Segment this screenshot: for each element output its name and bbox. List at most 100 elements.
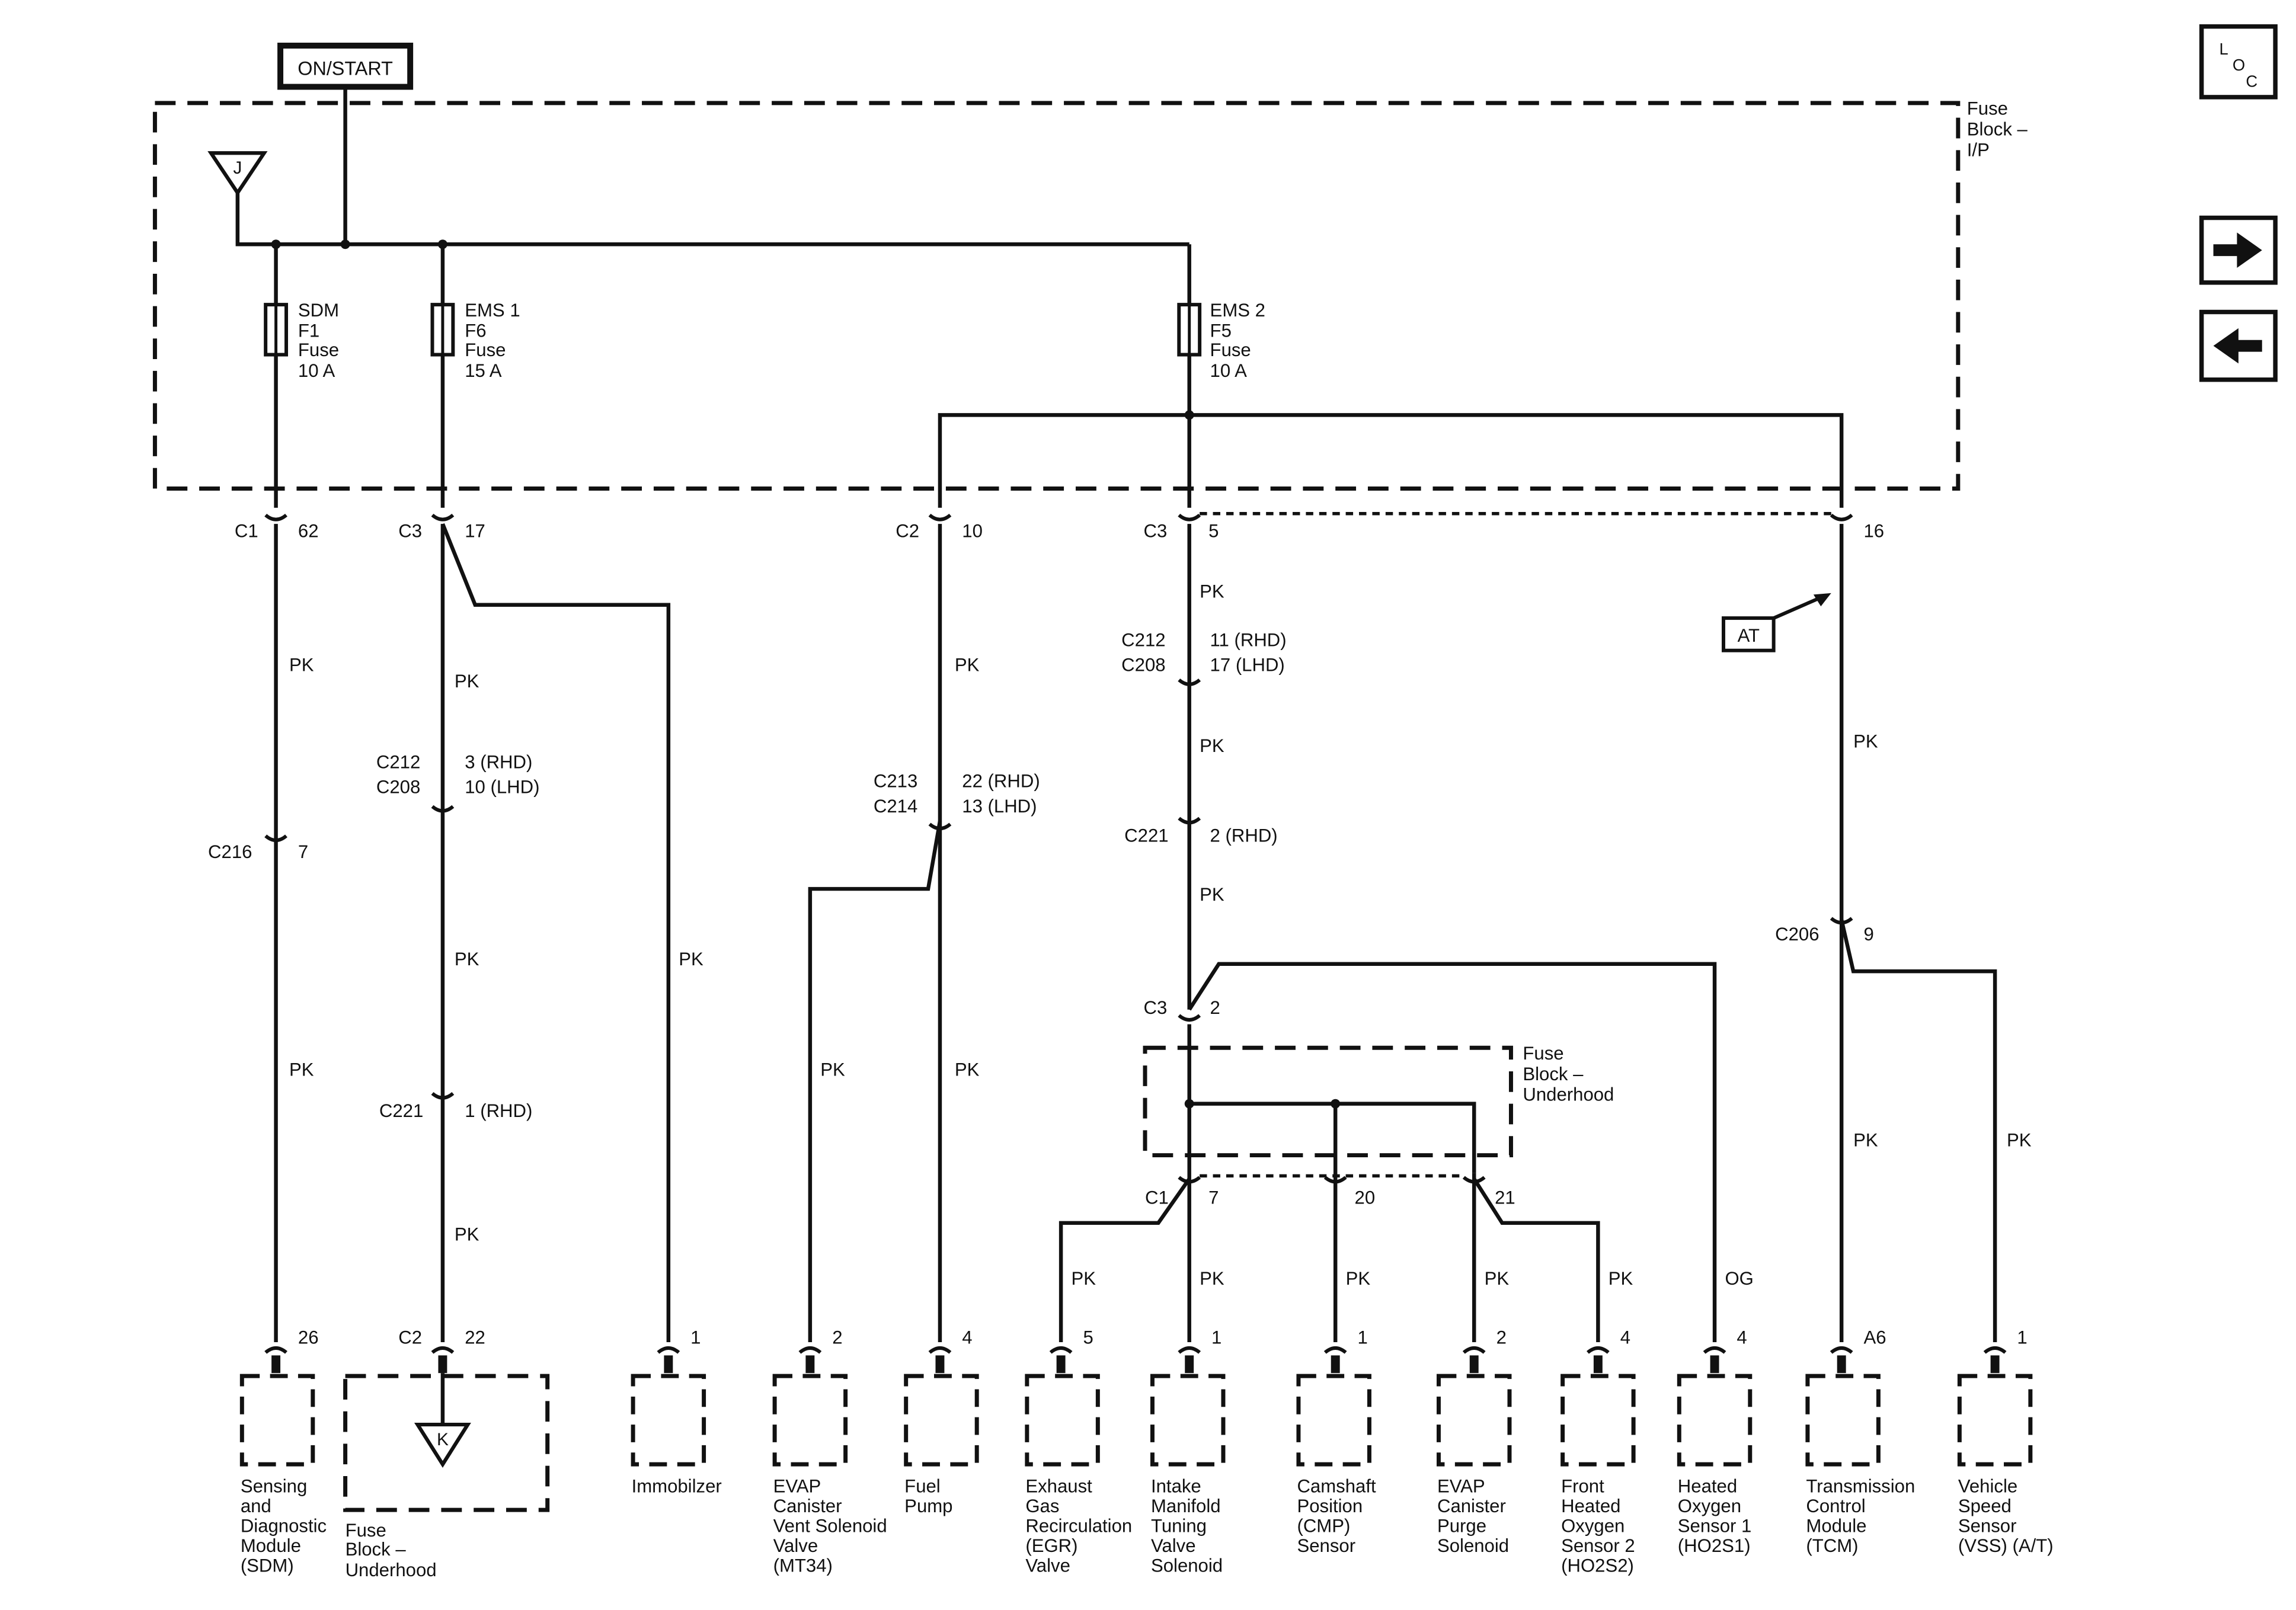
underhood-labels: C1 7 20 21 PK PK PK PK PK OG	[1072, 1188, 1754, 1289]
component-box	[1805, 1374, 1881, 1467]
prev-page-button[interactable]	[2199, 309, 2278, 382]
svg-text:7: 7	[1208, 1188, 1219, 1208]
svg-text:9: 9	[1864, 924, 1874, 945]
arrow-icon	[1813, 593, 1831, 607]
wire-vss	[1840, 919, 1997, 1342]
svg-text:1 (RHD): 1 (RHD)	[465, 1100, 532, 1121]
wire-ho2s1	[1187, 962, 1717, 1342]
svg-text:PK: PK	[955, 655, 980, 676]
svg-text:PK: PK	[1853, 1130, 1878, 1151]
svg-text:10: 10	[962, 521, 983, 542]
component-pin: 1	[690, 1327, 701, 1348]
svg-text:11 (RHD): 11 (RHD)	[1210, 629, 1287, 650]
svg-text:17 (LHD): 17 (LHD)	[1210, 655, 1285, 676]
splice-dot	[271, 239, 281, 249]
svg-text:PK: PK	[455, 1224, 479, 1245]
on-start-label: ON/START	[298, 58, 393, 79]
splice-dot	[1184, 410, 1194, 420]
ref-k-label: K	[437, 1430, 449, 1449]
splice-dot	[340, 239, 350, 249]
wire-immobilizer	[440, 523, 671, 1342]
wire-color-label: PK	[289, 655, 314, 676]
svg-text:PK: PK	[1853, 731, 1878, 752]
svg-text:C221: C221	[1124, 825, 1168, 846]
svg-text:C206: C206	[1775, 924, 1819, 945]
power-bus	[235, 87, 1844, 508]
svg-text:PK: PK	[1200, 1268, 1224, 1289]
fuse-block-underhood-bottom	[343, 1374, 550, 1512]
loc-button[interactable]: L O C	[2199, 24, 2278, 100]
ref-j-label: J	[233, 158, 242, 178]
svg-text:C212: C212	[376, 751, 420, 772]
component-box	[239, 1374, 315, 1467]
svg-text:17: 17	[465, 521, 485, 542]
component-name: Immobilzer	[632, 1475, 722, 1496]
svg-text:PK: PK	[455, 671, 479, 692]
component-box	[1677, 1374, 1753, 1467]
component-box	[904, 1374, 979, 1467]
component-pin: 2	[832, 1327, 842, 1348]
component-pin: 4	[1620, 1327, 1630, 1348]
component-box	[1296, 1374, 1371, 1467]
wire-color-label: PK	[289, 1060, 314, 1080]
tcm-labels: PK C206 9 PK PK	[1775, 731, 2032, 1151]
arrow-left-icon	[2213, 328, 2262, 364]
component-pin: 4	[962, 1327, 972, 1348]
svg-text:10 (LHD): 10 (LHD)	[465, 777, 539, 798]
svg-text:C2: C2	[896, 521, 919, 542]
component-pin: 4	[1737, 1327, 1747, 1348]
svg-text:PK: PK	[1200, 735, 1224, 756]
svg-text:20: 20	[1355, 1188, 1376, 1208]
svg-text:C1: C1	[235, 521, 258, 542]
svg-text:22: 22	[465, 1327, 485, 1348]
svg-text:C208: C208	[376, 777, 420, 798]
fuse-block-ip-label: Fuse Block – I/P	[1967, 98, 2033, 160]
wire-evap-vent	[808, 821, 942, 1342]
component-pin: A6	[1864, 1327, 1886, 1348]
svg-text:PK: PK	[1485, 1268, 1510, 1289]
fuse-block-underhood-bottom-label: Fuse Block – Underhood	[346, 1520, 437, 1580]
svg-text:PK: PK	[455, 949, 479, 969]
component-pin: 5	[1083, 1327, 1093, 1348]
svg-text:PK: PK	[679, 949, 703, 969]
component-pin: 1	[1358, 1327, 1368, 1348]
component-box	[772, 1374, 848, 1467]
svg-text:PK: PK	[1200, 884, 1224, 905]
svg-text:2: 2	[1210, 997, 1220, 1018]
next-page-button[interactable]	[2199, 215, 2278, 285]
svg-text:62: 62	[298, 521, 319, 542]
underhood-bus	[1059, 1024, 1600, 1342]
fuel-labels: PK C213 C214 22 (RHD) 13 (LHD) PK PK	[820, 655, 1040, 1080]
svg-text:C212: C212	[1121, 629, 1165, 650]
svg-text:C3: C3	[1144, 521, 1168, 542]
component-box	[1436, 1374, 1512, 1467]
component-pin: 2	[1496, 1327, 1507, 1348]
component-pin: 1	[2017, 1327, 2027, 1348]
svg-text:2 (RHD): 2 (RHD)	[1210, 825, 1278, 846]
connector-label: C216	[208, 841, 252, 862]
svg-text:PK: PK	[1609, 1268, 1633, 1289]
svg-text:C2: C2	[398, 1327, 422, 1348]
ref-k-triangle	[414, 1422, 471, 1468]
component-box	[631, 1374, 706, 1467]
svg-text:O: O	[2233, 56, 2245, 74]
connector-pin: 7	[298, 841, 308, 862]
arrow-right-icon	[2213, 232, 2262, 268]
